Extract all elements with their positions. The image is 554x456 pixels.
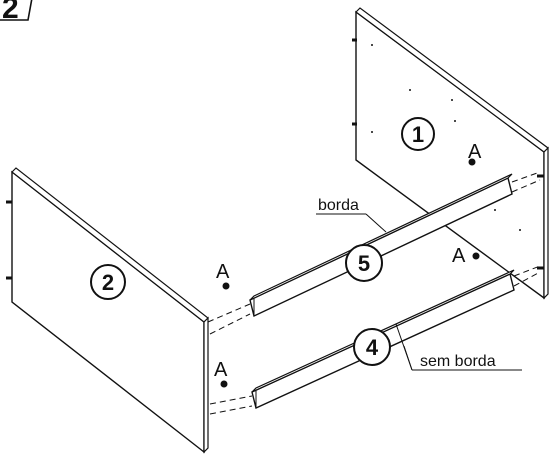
callout-sem-borda: sem borda (395, 323, 522, 371)
alignment-lines (207, 171, 541, 415)
part-5-number: 5 (358, 251, 370, 276)
part-2-number: 2 (102, 270, 114, 295)
panel-left (6, 167, 209, 454)
hardware-a-label-2: A (214, 359, 228, 381)
screw-a-1 (222, 282, 230, 290)
screw-a-2 (220, 380, 228, 388)
part-4-number: 4 (366, 335, 379, 360)
part-1-marker: 1 (401, 117, 435, 151)
screw-a-4 (472, 252, 480, 260)
step-number-box: 2 (0, 0, 33, 25)
part-5-marker: 5 (345, 244, 383, 282)
step-number: 2 (2, 0, 19, 25)
callout-borda-label: borda (318, 197, 359, 214)
part-1-number: 1 (412, 122, 424, 147)
part-2-marker: 2 (90, 264, 126, 300)
callout-borda: borda (316, 197, 387, 233)
hardware-a-label-4: A (452, 245, 466, 267)
part-4-marker: 4 (353, 328, 391, 366)
panel-right (352, 7, 549, 300)
hardware-a-label-3: A (468, 141, 482, 163)
hardware-a-group: A A A A (214, 141, 482, 388)
screw-a-3 (468, 158, 476, 166)
hardware-a-label-1: A (216, 261, 230, 283)
callout-sem-borda-label: sem borda (420, 353, 496, 370)
rail-top (249, 173, 513, 317)
